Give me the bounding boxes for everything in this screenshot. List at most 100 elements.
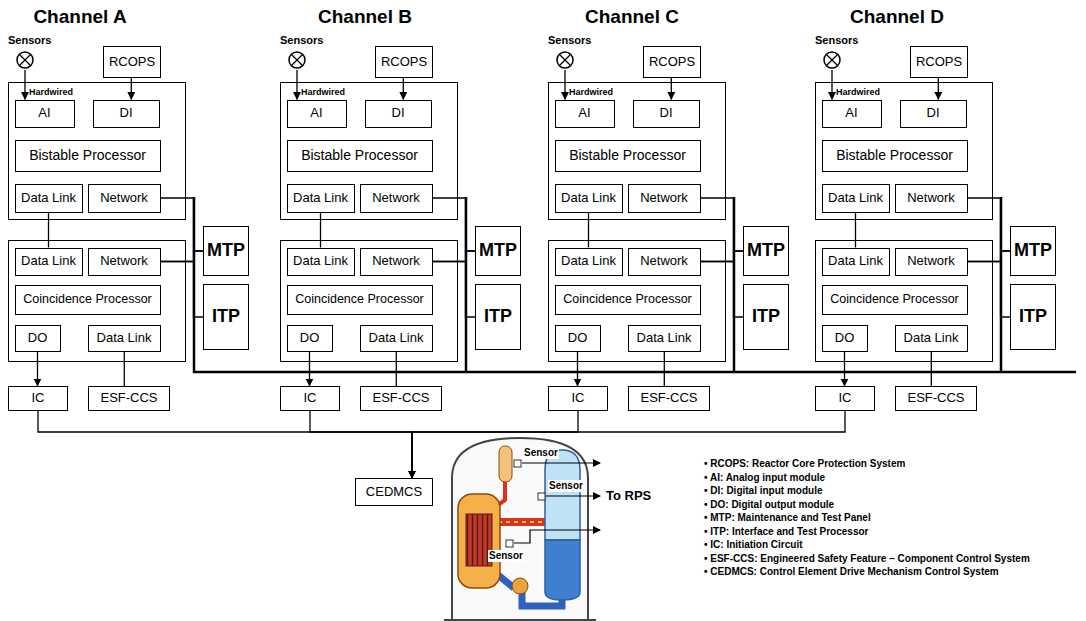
initiation-circuit: IC xyxy=(815,386,875,411)
network-box: Network xyxy=(88,184,161,213)
connector xyxy=(296,70,297,100)
connector xyxy=(161,262,204,318)
rcops-box: RCOPS xyxy=(103,46,161,78)
connector xyxy=(931,352,932,387)
connector xyxy=(701,251,744,262)
node-label: Bistable Processor xyxy=(836,148,953,163)
node-label: IC xyxy=(839,391,852,405)
channel-title: Channel A xyxy=(33,6,126,28)
destination-label: To RPS xyxy=(606,489,651,504)
connector xyxy=(320,213,321,248)
containment-base xyxy=(444,619,596,621)
connector xyxy=(124,352,125,387)
channel-title: Channel C xyxy=(585,6,679,28)
sensor-symbol: Sensors xyxy=(815,34,865,70)
data-link-box: Data Link xyxy=(555,184,623,213)
network-box: Network xyxy=(360,184,433,213)
coincidence-cabinet: Data Link NetworkCoincidence ProcessorDO D… xyxy=(8,240,186,362)
node-label: Sensors xyxy=(280,34,323,46)
coincidence-cabinet: Data LinkNetworkCoincidence ProcessorDOD… xyxy=(280,240,458,362)
connector xyxy=(831,70,832,100)
edge-label: Hardwired xyxy=(569,87,613,97)
signal-arrow xyxy=(522,462,600,463)
connector xyxy=(844,352,845,387)
processor-box: Coincidence Processor xyxy=(822,285,968,315)
abbreviation-note: • IC: Initiation Circuit xyxy=(704,539,803,551)
abbreviation-note: • MTP: Maintenance and Test Panel xyxy=(704,512,871,524)
node-label: Bistable Processor xyxy=(29,148,146,163)
mtp-panel: MTP xyxy=(743,226,789,276)
node-label: DO xyxy=(28,331,48,345)
sensor-label: Sensor xyxy=(488,550,524,562)
node-label: Network xyxy=(907,191,955,205)
data-link-box: Data Link xyxy=(15,248,83,276)
node-label: Sensors xyxy=(548,34,591,46)
bistable-cabinet: AIDIBistable ProcessorData LinkNetwork xyxy=(8,82,186,220)
input-module: DI xyxy=(900,100,967,128)
input-module: AI xyxy=(822,100,882,128)
mtp-panel: MTP xyxy=(203,226,249,276)
coincidence-cabinet: Data LinkNetworkCoincidence ProcessorDOD… xyxy=(548,240,726,362)
bistable-cabinet: AIDIBistable ProcessorData LinkNetwork xyxy=(548,82,726,220)
input-module: DI xyxy=(365,100,432,128)
node-label: RCOPS xyxy=(649,55,695,69)
processor-box: Bistable Processor xyxy=(287,140,433,172)
itp-box: ITP xyxy=(203,284,249,350)
data-link-box: Data Link xyxy=(287,248,355,276)
connector xyxy=(701,262,744,318)
node-label: Network xyxy=(640,191,688,205)
node-label: IC xyxy=(304,391,317,405)
esf-ccs-box: ESF-CCS xyxy=(360,386,442,411)
connector xyxy=(433,198,476,251)
node-label: DI xyxy=(660,106,673,120)
input-module: AI xyxy=(287,100,347,128)
node-label: Data Link xyxy=(828,191,883,205)
coincidence-cabinet: Data LinkNetworkCoincidence ProcessorDOD… xyxy=(815,240,993,362)
node-label: Coincidence Processor xyxy=(830,293,959,307)
connector xyxy=(161,198,204,251)
data-link-box: Data Link xyxy=(895,325,968,352)
node-label: ITP xyxy=(484,307,512,327)
node-label: Network xyxy=(100,254,148,268)
steam-generator xyxy=(545,540,580,600)
sensor-mark xyxy=(506,540,513,547)
node-label: Bistable Processor xyxy=(301,148,418,163)
node-label: Data Link xyxy=(21,254,76,268)
node-label: Data Link xyxy=(561,254,616,268)
initiation-circuit: IC xyxy=(280,386,340,411)
node-label: DI xyxy=(392,106,405,120)
sensor-label: Sensor xyxy=(523,447,559,459)
node-label: RCOPS xyxy=(916,55,962,69)
esf-ccs-box: ESF-CCS xyxy=(628,386,710,411)
abbreviation-note: • ESF-CCS: Engineered Safety Feature – C… xyxy=(704,553,1030,565)
connector xyxy=(24,70,25,100)
node-label: RCOPS xyxy=(381,55,427,69)
pressurizer xyxy=(499,446,512,482)
network-box: Network xyxy=(895,248,968,276)
data-link-box: Data Link xyxy=(287,184,355,213)
node-label: ITP xyxy=(752,307,780,327)
node-label: MTP xyxy=(479,241,517,261)
node-label: Network xyxy=(100,191,148,205)
signal-arrow xyxy=(546,495,600,496)
node-label: RCOPS xyxy=(109,55,155,69)
bistable-cabinet: AI DI Bistable ProcessorData Link Network xyxy=(815,82,993,220)
mtp-panel: MTP xyxy=(1010,226,1056,276)
connector xyxy=(564,70,565,100)
data-link-box: Data Link xyxy=(15,184,83,213)
connector xyxy=(412,411,578,478)
node-label: DI xyxy=(120,106,133,120)
processor-box: Coincidence Processor xyxy=(15,285,161,315)
network-box: Network xyxy=(628,248,701,276)
abbreviation-note: • ITP: Interface and Test Processor xyxy=(704,526,868,538)
connector xyxy=(38,411,412,478)
network-box: Network xyxy=(88,248,161,276)
output-module: DO xyxy=(822,325,868,352)
data-link-box: Data Link xyxy=(822,248,890,276)
network-bus xyxy=(193,197,1076,373)
node-label: Data Link xyxy=(293,254,348,268)
connector xyxy=(433,262,476,318)
connector xyxy=(968,262,1011,318)
node-label: ESF-CCS xyxy=(640,391,697,405)
data-link-box: Data Link xyxy=(88,325,161,352)
